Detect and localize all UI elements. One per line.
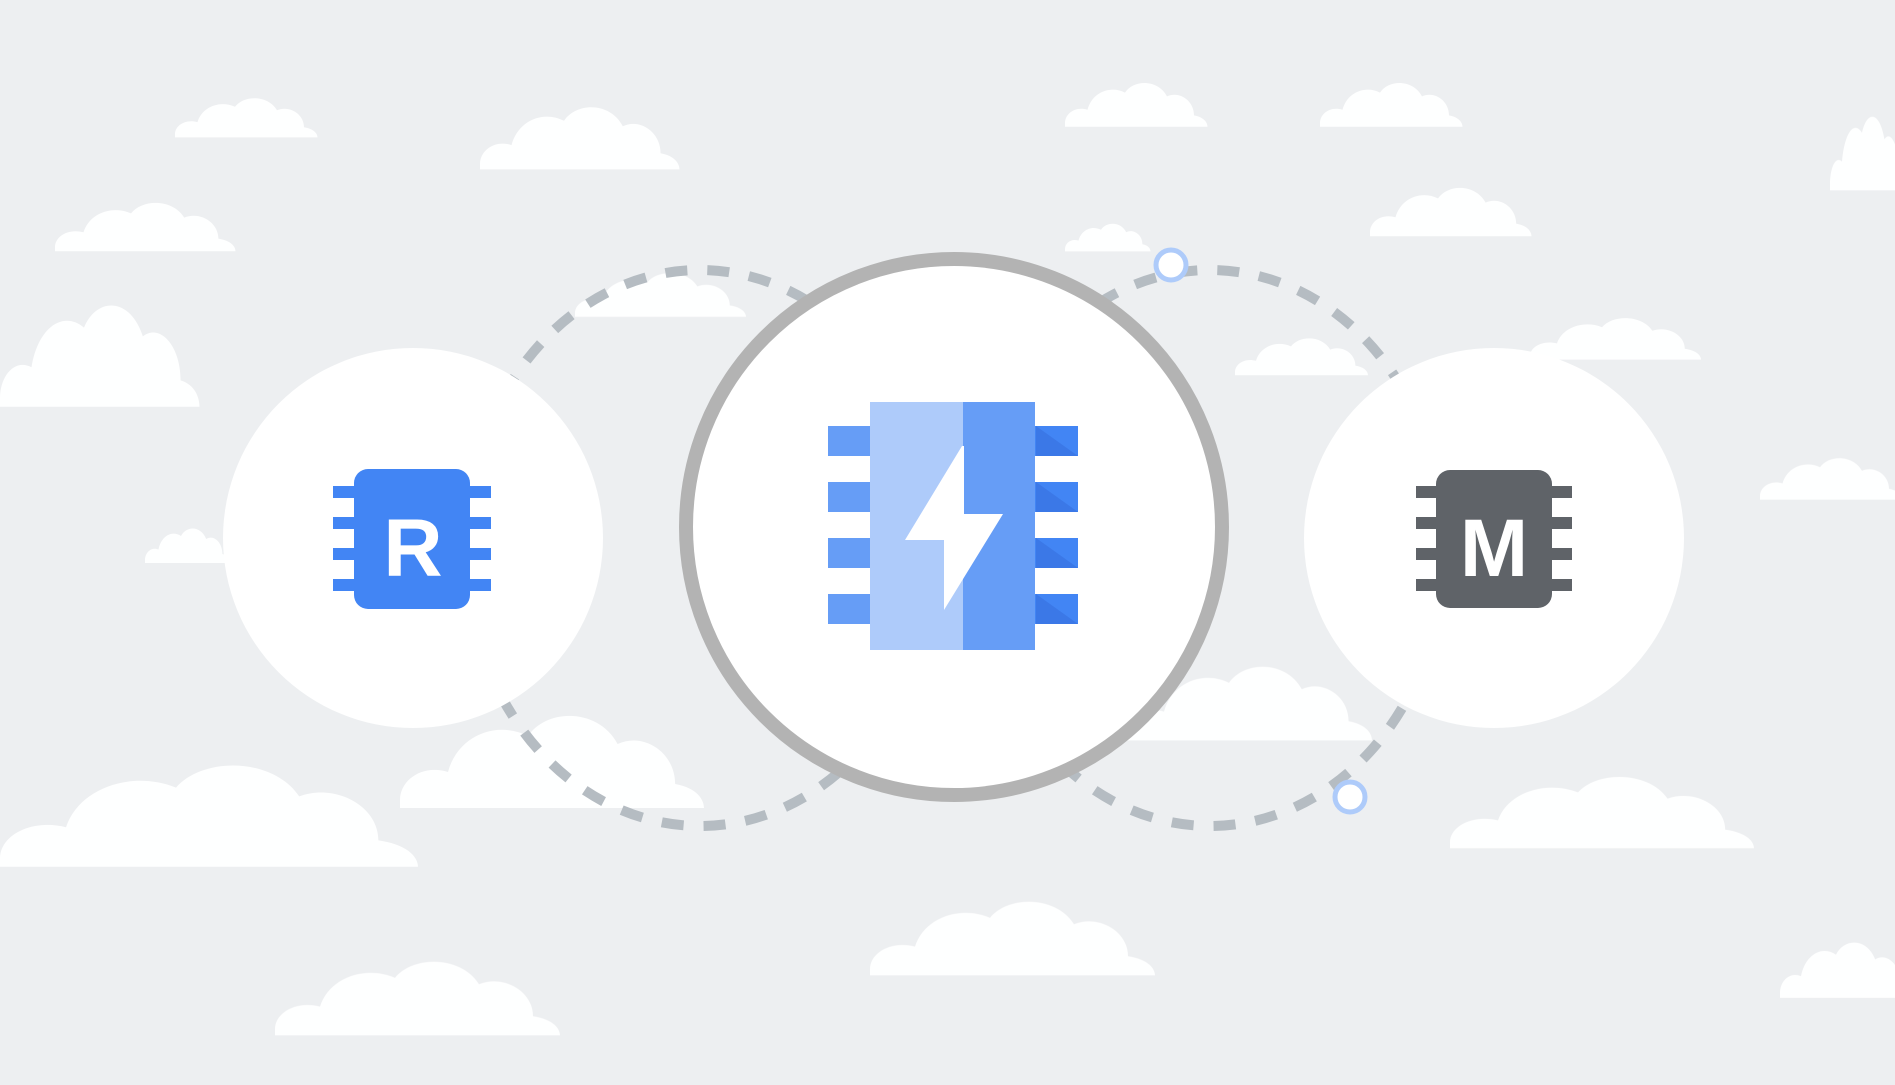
node-left: R: [223, 348, 603, 728]
node-right: M: [1304, 348, 1684, 728]
chip-r-icon: R: [333, 469, 491, 609]
chip-letter-r: R: [383, 503, 442, 594]
chip-m-icon: M: [1416, 470, 1572, 608]
chip-letter-m: M: [1460, 503, 1528, 594]
lightning-chip-icon: [828, 402, 1078, 650]
connector-dot-top: [1153, 247, 1189, 283]
connector-dot-bottom: [1332, 779, 1368, 815]
node-center: [679, 252, 1229, 802]
